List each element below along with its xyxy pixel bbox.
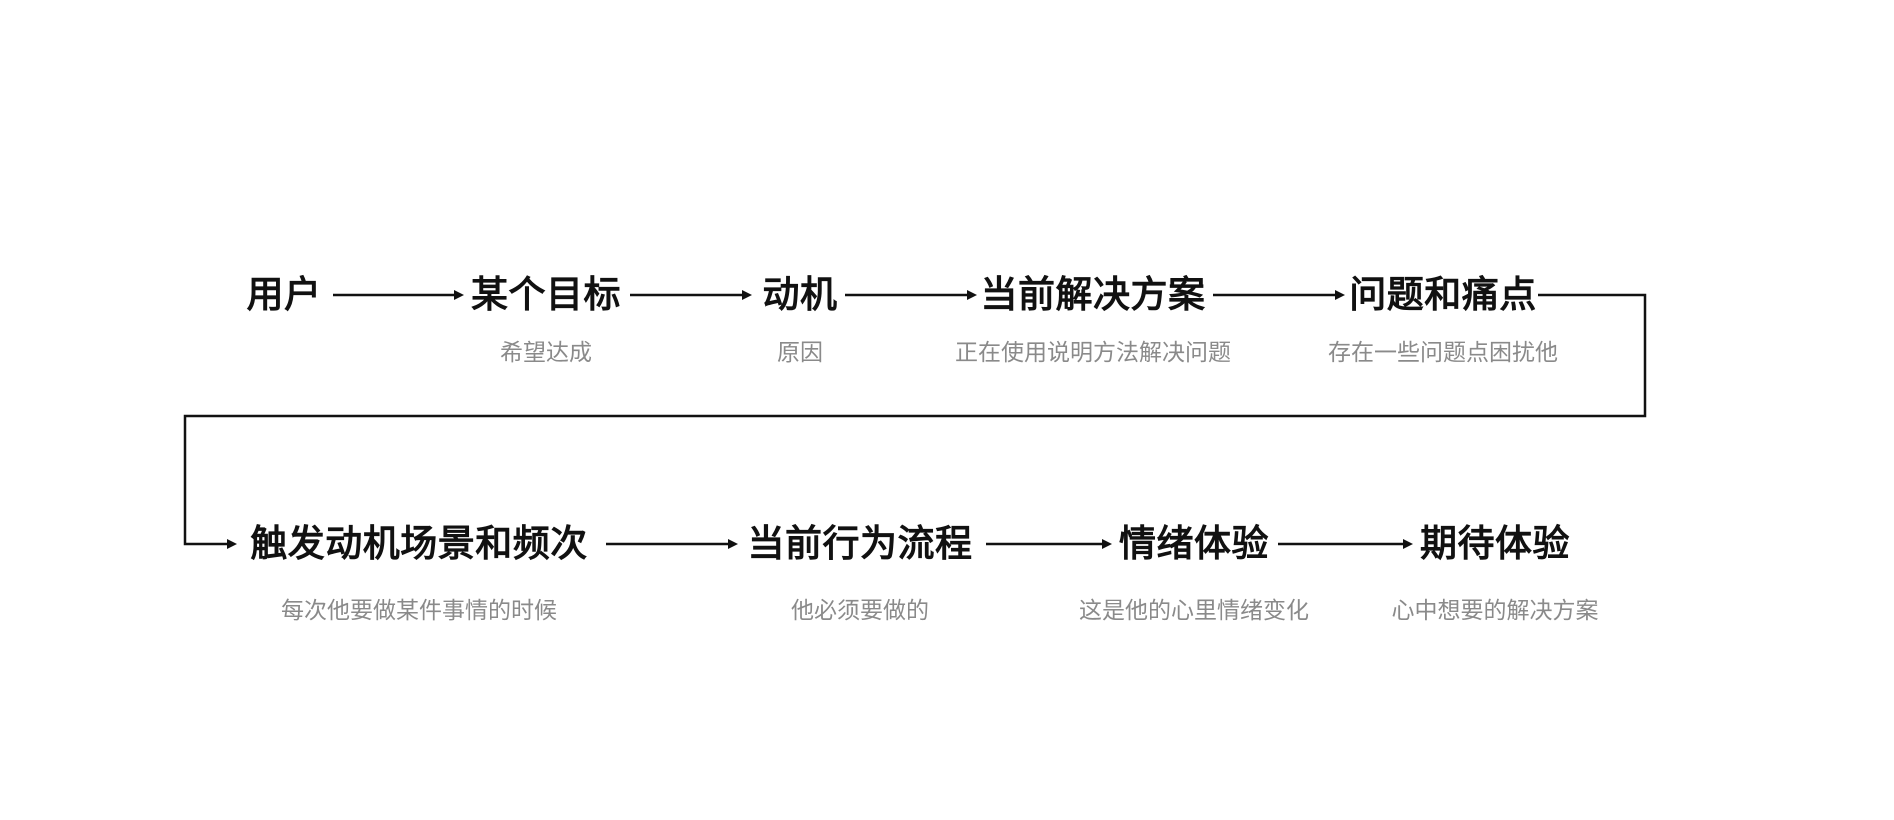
node-title: 动机 xyxy=(762,274,838,315)
node-subtitle: 每次他要做某件事情的时候 xyxy=(281,597,557,623)
node-motivation: 动机 原因 xyxy=(763,273,838,367)
node-trigger-scenario: 触发动机场景和频次 每次他要做某件事情的时候 xyxy=(250,522,588,625)
node-title: 期待体验 xyxy=(1420,523,1570,564)
node-subtitle: 他必须要做的 xyxy=(791,597,929,623)
node-title: 当前解决方案 xyxy=(980,274,1206,315)
node-goal: 某个目标 希望达成 xyxy=(471,273,621,367)
node-subtitle: 希望达成 xyxy=(500,339,592,365)
node-title: 问题和痛点 xyxy=(1349,274,1537,315)
node-current-solution: 当前解决方案 正在使用说明方法解决问题 xyxy=(955,273,1231,367)
node-subtitle: 正在使用说明方法解决问题 xyxy=(955,339,1231,365)
node-emotional-experience: 情绪体验 这是他的心里情绪变化 xyxy=(1079,522,1309,625)
node-pain-points: 问题和痛点 存在一些问题点困扰他 xyxy=(1328,273,1558,367)
node-user: 用户 xyxy=(247,273,322,337)
node-title: 某个目标 xyxy=(471,274,621,315)
node-title: 触发动机场景和频次 xyxy=(250,523,588,564)
node-subtitle: 心中想要的解决方案 xyxy=(1391,597,1599,623)
node-behavior-flow: 当前行为流程 他必须要做的 xyxy=(748,522,973,625)
node-title: 当前行为流程 xyxy=(747,523,973,564)
node-title: 情绪体验 xyxy=(1119,523,1269,564)
node-title: 用户 xyxy=(246,274,322,315)
node-expected-experience: 期待体验 心中想要的解决方案 xyxy=(1392,522,1599,625)
node-subtitle: 这是他的心里情绪变化 xyxy=(1079,597,1309,623)
node-subtitle: 存在一些问题点困扰他 xyxy=(1328,339,1558,365)
node-subtitle: 原因 xyxy=(777,339,823,365)
